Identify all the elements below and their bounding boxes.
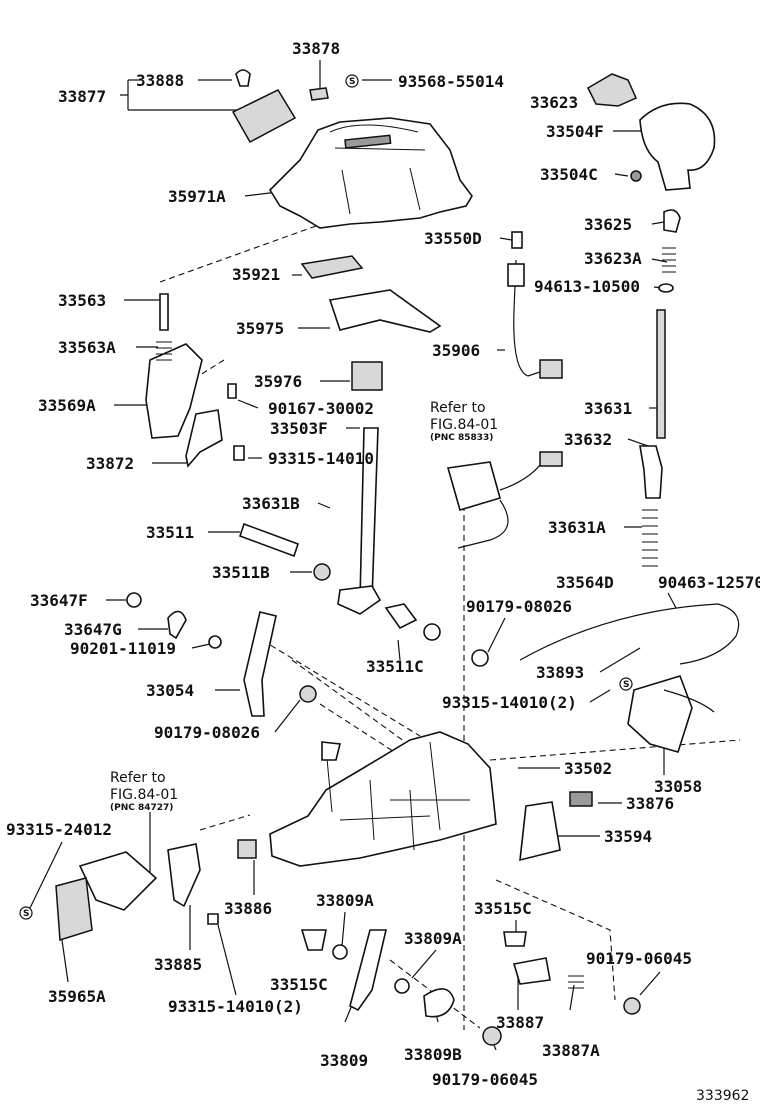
label-33872: 33872 [86,454,134,473]
label-93315-14010-2b: 93315-14010(2) [168,997,303,1016]
label-90179-08026-b: 90179-08026 [154,723,260,742]
label-33511B: 33511B [212,563,270,582]
label-35976: 35976 [254,372,302,391]
label-90201-11019: 90201-11019 [70,639,176,658]
label-33504F: 33504F [546,122,604,141]
label-33888: 33888 [136,71,184,90]
ref2-fig: FIG.84-01 [110,787,178,803]
shift-lock-solenoid [446,451,740,665]
ref1-pnc: (PNC 85833) [430,433,493,443]
label-33502: 33502 [564,759,612,778]
shift-base [269,731,497,867]
label-35921: 35921 [232,265,280,284]
label-90179-08026-a: 90179-08026 [466,597,572,616]
label-33515C-b: 33515C [270,975,328,994]
label-33876: 33876 [626,794,674,813]
pivot-pin [126,522,489,667]
s-symbols: S S S [19,74,633,920]
indicator-panels [300,255,442,333]
label-93315-14010: 93315-14010 [268,449,374,468]
position-switch [519,675,715,862]
label-93315-24012: 93315-24012 [6,820,112,839]
label-33550D: 33550D [424,229,482,248]
label-33625: 33625 [584,215,632,234]
part-labels: 33878 33888 33877 93568-55014 33623 3350… [6,39,760,1089]
label-33564D: 33564D [556,573,614,592]
label-33647F: 33647F [30,591,88,610]
lower-middle-parts [300,929,502,1046]
ref2-title: Refer to [110,770,166,786]
label-33887: 33887 [496,1013,544,1032]
lower-right-parts [503,931,641,1015]
label-33511C: 33511C [366,657,424,676]
s-symbol-1: S [349,77,355,87]
label-33887A: 33887A [542,1041,600,1060]
label-33809: 33809 [320,1051,368,1070]
label-33885: 33885 [154,955,202,974]
label-33647G: 33647G [64,620,122,639]
shift-knob [587,73,716,191]
label-93568-55014: 93568-55014 [398,72,504,91]
s-symbol-3: S [23,909,29,919]
label-33623A: 33623A [584,249,642,268]
label-90179-06045-a: 90179-06045 [586,949,692,968]
label-33878: 33878 [292,39,340,58]
knob-button-parts [639,209,681,567]
label-33809A-b: 33809A [404,929,462,948]
label-33631B: 33631B [242,494,300,513]
label-35975: 35975 [236,319,284,338]
label-33594: 33594 [604,827,652,846]
ref2-pnc: (PNC 84727) [110,803,173,813]
label-35906: 35906 [432,341,480,360]
label-33631: 33631 [584,399,632,418]
indicator-plate [231,69,329,144]
label-35971A: 35971A [168,187,226,206]
label-33503F: 33503F [270,419,328,438]
lower-left-parts [55,839,257,941]
detent-lever [243,611,317,717]
left-bracket [145,293,383,468]
label-33877: 33877 [58,87,106,106]
label-33058: 33058 [654,777,702,796]
label-33809A: 33809A [316,891,374,910]
label-33504C: 33504C [540,165,598,184]
label-90167-30002: 90167-30002 [268,399,374,418]
label-90179-06045-b: 90179-06045 [432,1070,538,1089]
label-33563A: 33563A [58,338,116,357]
label-33809B: 33809B [404,1045,462,1064]
label-33563: 33563 [58,291,106,310]
ref1-fig: FIG.84-01 [430,417,498,433]
label-33054: 33054 [146,681,194,700]
label-33631A: 33631A [548,518,606,537]
label-33893: 33893 [536,663,584,682]
label-33511: 33511 [146,523,194,542]
shift-lever [337,427,382,615]
label-35965A: 35965A [48,987,106,1006]
label-90463-12570: 90463-12570 [658,573,760,592]
label-33886: 33886 [224,899,272,918]
ref1-title: Refer to [430,400,486,416]
reference-note-1: Refer to FIG.84-01 (PNC 85833) [430,400,498,443]
label-33623: 33623 [530,93,578,112]
label-33569A: 33569A [38,396,96,415]
s-symbol-2: S [623,680,629,690]
shift-console-housing [268,117,473,229]
label-33632: 33632 [564,430,612,449]
label-93315-14010-2: 93315-14010(2) [442,693,577,712]
label-94613-10500: 94613-10500 [534,277,640,296]
figure-id: 333962 [696,1088,749,1104]
reference-note-2: Refer to FIG.84-01 (PNC 84727) [110,770,178,813]
label-33515C-a: 33515C [474,899,532,918]
bulb-wiring [507,231,563,379]
